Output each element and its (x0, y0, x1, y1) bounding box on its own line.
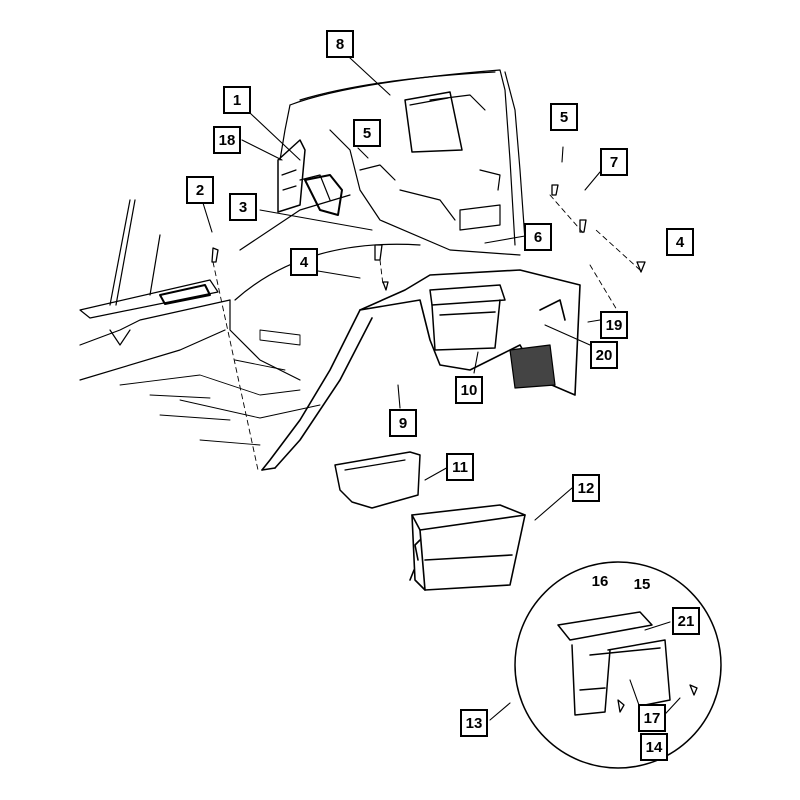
callout-5-right: 5 (550, 103, 578, 131)
vehicle-body-outline (229, 69, 531, 381)
fasteners (211, 184, 698, 713)
callout-5: 5 (353, 119, 381, 147)
part-18-pillar-trim (277, 139, 306, 213)
callout-14: 14 (640, 733, 668, 761)
callout-10: 10 (455, 376, 483, 404)
detail-callout-circle (514, 561, 722, 769)
callout-3: 3 (229, 193, 257, 221)
callout-18: 18 (213, 126, 241, 154)
alignment-lines (212, 194, 641, 471)
callout-9: 9 (389, 409, 417, 437)
part-12-storage-box (409, 504, 526, 591)
callout-21: 21 (672, 607, 700, 635)
part-1-trim-panel (304, 174, 343, 216)
label-16: 16 (591, 572, 609, 590)
part-10-storage-bin (429, 284, 506, 351)
door-sill (79, 199, 231, 381)
pillar-trim-detail (281, 169, 297, 191)
callout-20: 20 (590, 341, 618, 369)
floor-lines (119, 329, 321, 446)
label-15: 15 (633, 575, 651, 593)
part-20-speaker-grille (509, 344, 556, 389)
bin-liner-edge (344, 459, 406, 471)
callout-12: 12 (572, 474, 600, 502)
leader-lines (202, 57, 681, 726)
callout-7: 7 (600, 148, 628, 176)
callout-2: 2 (186, 176, 214, 204)
inset-storage-box (557, 611, 671, 716)
callout-1: 1 (223, 86, 251, 114)
callout-19: 19 (600, 311, 628, 339)
window-panel-edge (409, 97, 449, 106)
callout-8: 8 (326, 30, 354, 58)
callout-4: 4 (290, 248, 318, 276)
callout-6: 6 (524, 223, 552, 251)
callout-17: 17 (638, 704, 666, 732)
callout-11: 11 (446, 453, 474, 481)
part-11-bin-liner (334, 451, 421, 509)
callout-13: 13 (460, 709, 488, 737)
part-8-window-panel (404, 91, 463, 153)
callout-4-right: 4 (666, 228, 694, 256)
